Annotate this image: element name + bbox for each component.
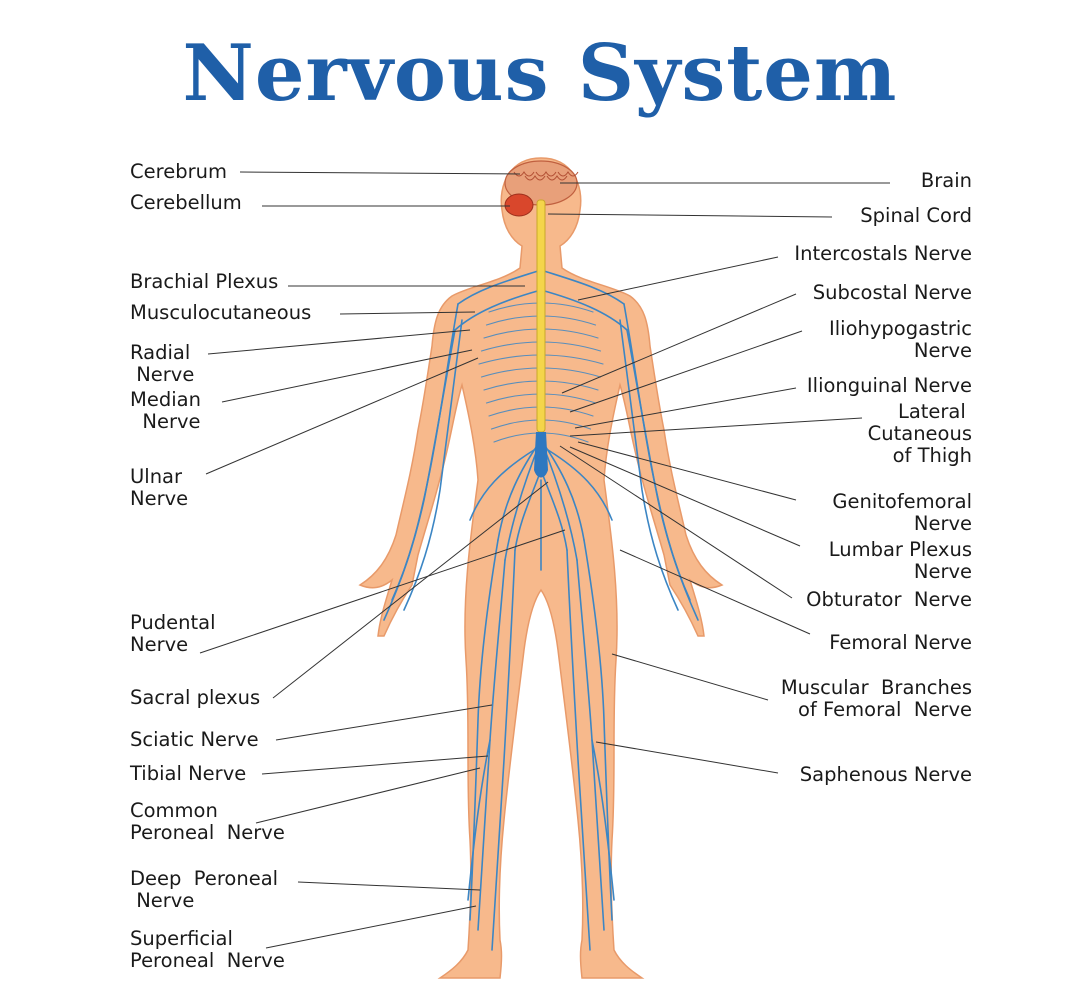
label-radial-nerve: Radial Nerve [130,341,195,386]
label-sciatic-nerve: Sciatic Nerve [130,728,259,751]
nerve-branch [591,739,615,901]
leader-line-muscular-branches-of-femoral-nerve [611,653,769,701]
label-median-nerve: Median Nerve [130,388,201,433]
nerve-branch [566,549,591,951]
label-saphenous-nerve: Saphenous Nerve [799,763,972,786]
label-tibial-nerve: Tibial Nerve [130,762,247,785]
leader-line-genitofemoral-nerve [577,441,797,501]
label-spinal-cord: Spinal Cord [860,204,972,227]
cauda-equina-shape [534,432,548,478]
page-title: Nervous System [182,28,898,119]
label-cerebrum: Cerebrum [130,160,227,183]
label-deep-peroneal-nerve: Deep Peroneal Nerve [130,867,279,912]
nerve-branch [626,329,699,621]
leader-line-obturator-nerve [559,445,793,599]
nerve-branch [540,469,568,551]
nerve-branch [540,269,625,305]
label-lateral-cutaneous-of-thigh: Lateral Cutaneous of Thigh [867,400,972,467]
nerve-branch [383,329,456,621]
nerve-branch [467,739,491,901]
label-sacral-plexus: Sacral plexus [130,686,261,709]
label-iliohypogastric-nerve: Iliohypogastric Nerve [828,317,972,362]
leader-line-saphenous-nerve [595,741,779,774]
nerve-branch [547,449,613,521]
label-pudental-nerve: Pudental Nerve [130,611,216,656]
leader-line-iliohypogastric-nerve [569,330,803,413]
nerve-branch [514,469,542,551]
spinal-cord-shape [536,199,546,433]
label-lumbar-plexus-nerve: Lumbar Plexus Nerve [828,538,972,583]
label-femoral-nerve: Femoral Nerve [829,631,972,654]
brain-and-spinal-cord [504,160,579,478]
brain-fold [546,175,568,181]
nerve-branch [469,449,535,521]
brain-fold [535,171,557,177]
brain-fold [557,171,579,177]
label-obturator-nerve: Obturator Nerve [806,588,972,611]
nerve-branch [491,549,516,951]
label-ilionguinal-nerve: Ilionguinal Nerve [806,374,972,397]
label-muscular-branches-of-femoral-nerve: Muscular Branches of Femoral Nerve [780,676,972,721]
nerve-branch [403,319,463,611]
leader-line-median-nerve [221,349,473,403]
label-ulnar-nerve: Ulnar Nerve [130,465,189,510]
leader-line-subcostal-nerve [561,293,797,394]
leader-line-deep-peroneal-nerve [297,881,481,891]
label-musculocutaneous: Musculocutaneous [130,301,312,324]
label-cerebellum: Cerebellum [130,191,242,214]
nerve-branch [457,269,542,305]
brain-fold [524,175,546,181]
leader-line-pudental-nerve [199,529,566,654]
leader-line-lumbar-plexus-nerve [569,446,801,547]
leader-line-sacral-plexus [272,481,549,699]
leader-lines [199,171,890,949]
leader-line-tibial-nerve [261,755,489,775]
label-common-peroneal-nerve: Common Peroneal Nerve [130,799,285,844]
leader-line-common-peroneal-nerve [255,767,481,824]
cerebellum-shape [504,193,534,217]
leader-line-cerebrum [239,171,521,175]
label-superficial-peroneal-nerve: Superficial Peroneal Nerve [130,927,285,972]
label-subcostal-nerve: Subcostal Nerve [812,281,972,304]
leader-line-lateral-cutaneous-of-thigh [569,417,863,437]
leader-line-spinal-cord [547,213,833,218]
leader-line-musculocutaneous [339,311,476,315]
nerve-branch [619,319,679,611]
leader-line-superficial-peroneal-nerve [265,905,477,949]
label-genitofemoral-nerve: Genitofemoral Nerve [832,490,972,535]
label-intercostals-nerve: Intercostals Nerve [794,242,972,265]
label-brachial-plexus: Brachial Plexus [130,270,279,293]
leader-line-sciatic-nerve [275,704,493,741]
leader-line-ulnar-nerve [205,357,479,475]
leader-line-ilionguinal-nerve [574,387,797,429]
leader-line-radial-nerve [207,329,471,355]
brain-fold [513,171,535,177]
leader-line-intercostals-nerve [577,256,779,301]
label-brain: Brain [920,169,972,192]
leader-line-femoral-nerve [619,549,811,635]
